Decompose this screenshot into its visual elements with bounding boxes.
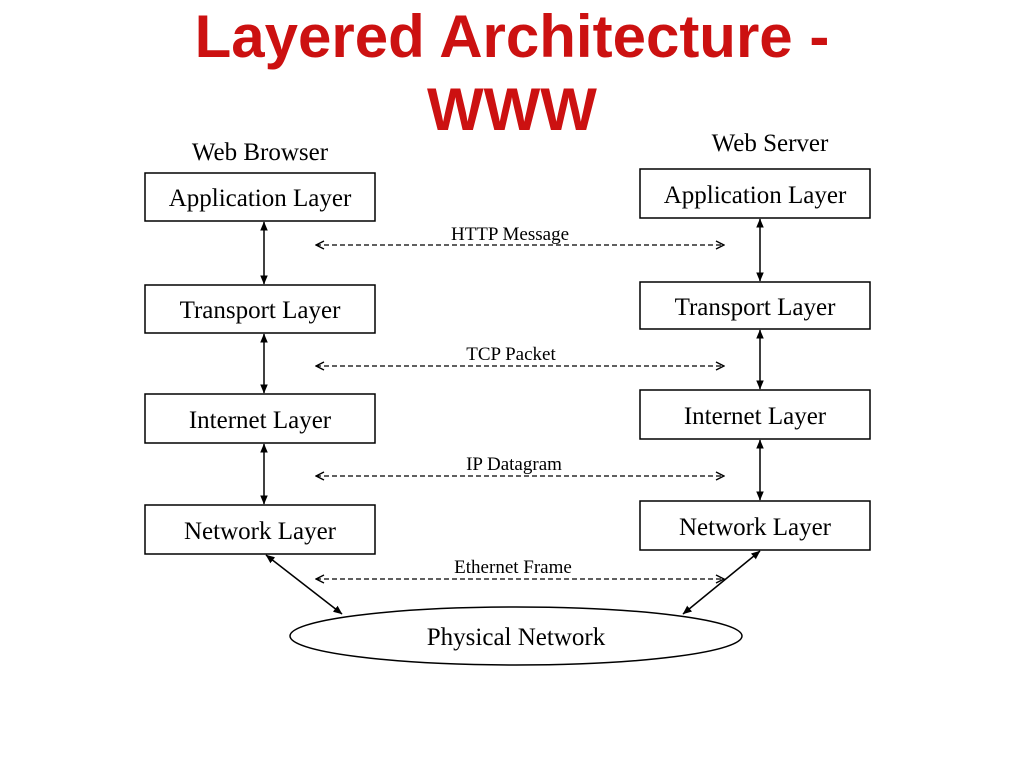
browser-internet-layer-box: Internet Layer <box>144 393 376 444</box>
browser-transport-layer-box: Transport Layer <box>144 284 376 334</box>
server-application-layer-label: Application Layer <box>664 182 847 209</box>
browser-transport-layer-label: Transport Layer <box>180 297 342 324</box>
server-layer-stack: Application Layer Transport Layer Intern… <box>639 168 871 551</box>
physical-network-label: Physical Network <box>427 624 606 651</box>
ip-datagram-link: IP Datagram <box>316 454 724 476</box>
http-message-link: HTTP Message <box>316 224 724 245</box>
web-server-header: Web Server <box>712 130 829 157</box>
browser-application-layer-box: Application Layer <box>144 172 376 222</box>
server-network-layer-label: Network Layer <box>679 514 832 541</box>
server-to-physical-network-arrow <box>682 550 761 615</box>
web-browser-header: Web Browser <box>192 139 329 166</box>
tcp-packet-label: TCP Packet <box>466 344 556 365</box>
browser-to-physical-network-arrow <box>265 554 343 615</box>
browser-network-layer-box: Network Layer <box>144 504 376 555</box>
physical-network-ellipse <box>289 606 743 666</box>
ip-datagram-label: IP Datagram <box>466 454 562 475</box>
http-message-label: HTTP Message <box>451 224 569 245</box>
browser-application-layer-label: Application Layer <box>169 185 352 212</box>
server-internet-layer-label: Internet Layer <box>684 403 827 430</box>
server-internet-layer-box: Internet Layer <box>639 389 871 440</box>
server-transport-layer-label: Transport Layer <box>675 294 837 321</box>
tcp-packet-link: TCP Packet <box>316 344 724 366</box>
server-transport-layer-box: Transport Layer <box>639 281 871 330</box>
server-application-layer-box: Application Layer <box>639 168 871 219</box>
ethernet-frame-label: Ethernet Frame <box>454 557 572 578</box>
physical-network: Physical Network <box>289 606 743 666</box>
ethernet-frame-link: Ethernet Frame <box>316 557 724 579</box>
browser-layer-stack: Application Layer Transport Layer Intern… <box>144 172 376 555</box>
title-line-1: Layered Architecture - <box>195 3 830 70</box>
server-network-layer-box: Network Layer <box>639 500 871 551</box>
browser-internet-layer-label: Internet Layer <box>189 407 332 434</box>
title-line-2: WWW <box>427 76 597 143</box>
browser-network-layer-label: Network Layer <box>184 518 337 545</box>
